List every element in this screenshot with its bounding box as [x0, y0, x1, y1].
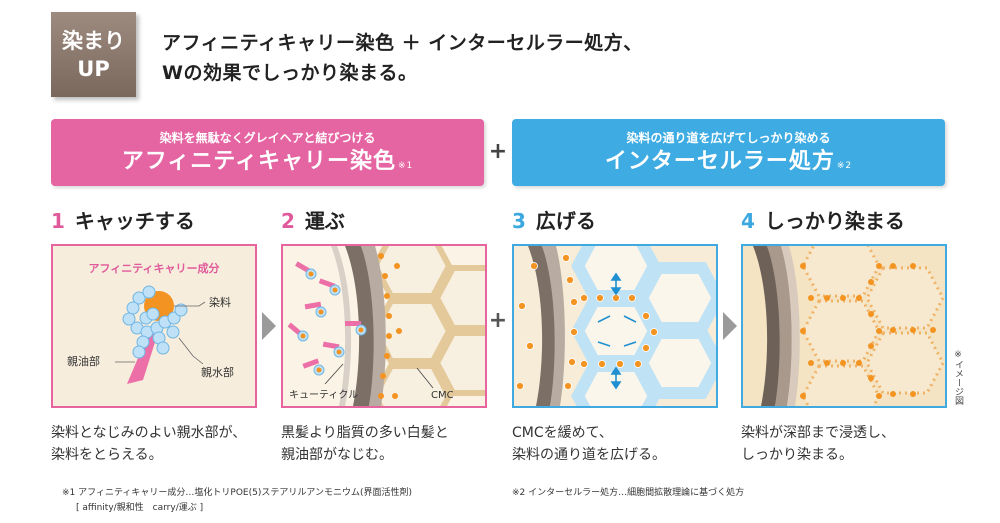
step-1-title: 1 キャッチする	[51, 205, 195, 234]
banner-left-title: アフィニティキャリー染色	[121, 148, 396, 174]
step-2-title: 2 運ぶ	[281, 205, 345, 234]
step-1-label: キャッチする	[74, 209, 195, 233]
label-cmc: CMC	[431, 390, 454, 401]
badge-line2: UP	[77, 56, 110, 81]
label-lipophilic: 親油部	[67, 354, 100, 368]
image-note: ※イメージ図	[953, 350, 963, 405]
step-3-desc-line2: 染料の通り道を広げる。	[512, 447, 666, 463]
step-1-desc-line1: 染料となじみのよい親水部が、	[51, 425, 247, 441]
banner-plus: +	[488, 139, 508, 164]
label-cuticle: キューティクル	[289, 389, 358, 401]
headline-line2: Wの効果でしっかり染まる。	[162, 62, 418, 84]
banner-left-main: アフィニティキャリー染色※1	[122, 147, 414, 177]
footnote-1-line1: ※1 アフィニティキャリー成分…塩化トリPOE(5)ステアリルアンモニウム(界面…	[62, 488, 413, 498]
step-2-desc: 黒髪より脂質の多い白髪と 親油部がなじむ。	[281, 422, 449, 466]
step-3-label: 広げる	[535, 209, 596, 233]
step-4-desc: 染料が深部まで浸透し、 しっかり染まる。	[741, 422, 895, 466]
arrow-3-to-4	[723, 312, 737, 340]
banner-right-sub: 染料の通り道を広げてしっかり染める	[626, 130, 831, 145]
catch-illustration: アフィニティキャリー成分 染料 親油部 親水部	[51, 244, 257, 408]
step-4-desc-line2: しっかり染まる。	[741, 447, 853, 463]
banner-right-note: ※2	[836, 160, 853, 171]
carrier-molecules	[287, 261, 367, 376]
footnote-1: ※1 アフィニティキャリー成分…塩化トリPOE(5)ステアリルアンモニウム(界面…	[62, 486, 412, 516]
step-2-desc-line1: 黒髪より脂質の多い白髪と	[281, 425, 449, 441]
dyed-illustration	[741, 244, 947, 408]
hydrophilic-beads	[122, 285, 188, 359]
step-3-desc: CMCを緩めて、 染料の通り道を広げる。	[512, 422, 666, 466]
badge-line1: 染まり	[62, 28, 125, 53]
arrow-1-to-2	[262, 312, 276, 340]
step-4-label: しっかり染まる	[764, 209, 905, 233]
step-2-label: 運ぶ	[304, 209, 345, 233]
step-1-desc: 染料となじみのよい親水部が、 染料をとらえる。	[51, 422, 246, 466]
step-4-number: 4	[741, 209, 755, 233]
carry-illustration: キューティクル CMC	[281, 244, 487, 408]
label-hydrophilic: 親水部	[201, 365, 234, 379]
step-2-desc-line2: 親油部がなじむ。	[281, 447, 393, 463]
step-2-number: 2	[281, 209, 295, 233]
badge: 染まり UP	[51, 12, 136, 97]
spread-illustration	[512, 244, 718, 408]
step-1-number: 1	[51, 209, 65, 233]
step-3-number: 3	[512, 209, 526, 233]
banner-right-main: インターセルラー処方※2	[605, 147, 852, 177]
step-1-desc-line2: 染料をとらえる。	[51, 447, 163, 463]
panel1-heading: アフィニティキャリー成分	[88, 261, 219, 275]
banner-right-title: インターセルラー処方	[604, 148, 835, 174]
steps-plus: +	[488, 308, 508, 333]
step-3-desc-line1: CMCを緩めて、	[512, 425, 613, 441]
step-4-title: 4 しっかり染まる	[741, 205, 905, 234]
intercellular-banner: 染料の通り道を広げてしっかり染める インターセルラー処方※2	[512, 119, 945, 186]
footnote-1-line2: [ affinity/親和性 carry/運ぶ ]	[76, 503, 204, 513]
headline-line1: アフィニティキャリー染色 ＋ インターセルラー処方、	[162, 32, 643, 54]
lipophilic-tail	[127, 332, 157, 384]
affinity-carry-banner: 染料を無駄なくグレイヘアと結びつける アフィニティキャリー染色※1	[51, 119, 484, 186]
step-4-desc-line1: 染料が深部まで浸透し、	[741, 425, 895, 441]
headline: アフィニティキャリー染色 ＋ インターセルラー処方、 Wの効果でしっかり染まる。	[162, 28, 643, 88]
step-3-title: 3 広げる	[512, 205, 596, 234]
label-dye: 染料	[209, 295, 231, 309]
footnote-2: ※2 インターセルラー処方…細胞間拡散理論に基づく処方	[512, 488, 745, 498]
banner-left-note: ※1	[397, 160, 414, 171]
banner-left-sub: 染料を無駄なくグレイヘアと結びつける	[159, 130, 376, 145]
